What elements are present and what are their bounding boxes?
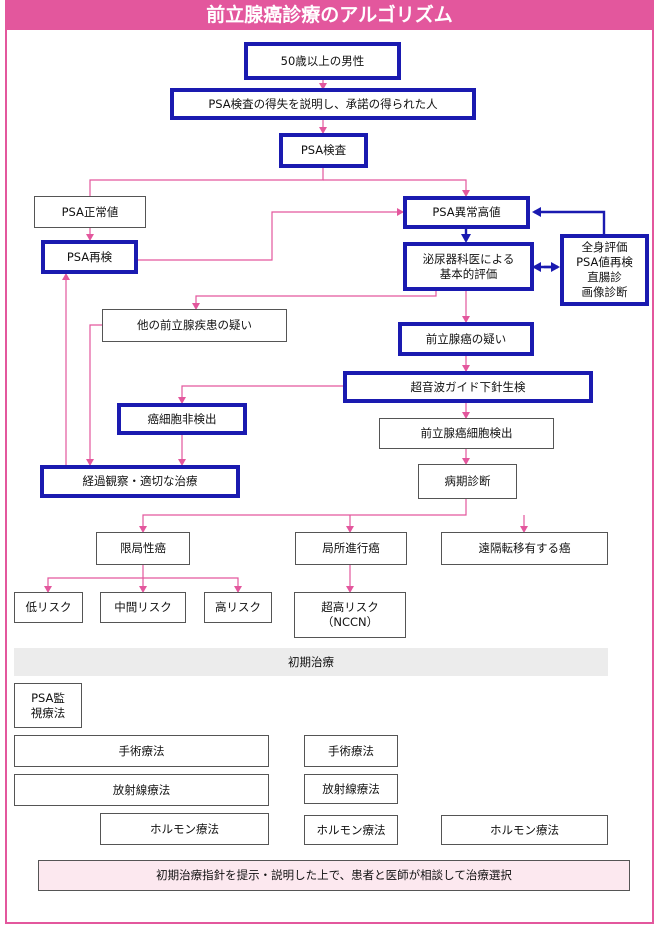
edge-eval-other (192, 291, 437, 310)
footer-note: 初期治療指針を提示・説明した上で、患者と医師が相談して治療選択 (38, 860, 630, 891)
edge-biopsy-notdetected (178, 385, 343, 404)
node-surgery-b: 手術療法 (304, 735, 398, 767)
node-detected: 前立腺癌細胞検出 (379, 418, 554, 449)
node-psa-retest: PSA再検 (41, 240, 138, 274)
edge-retest-high (138, 208, 404, 261)
node-other-disease: 他の前立腺疾患の疑い (102, 309, 287, 342)
node-hormone-c: ホルモン療法 (441, 815, 608, 845)
node-psa-monitor: PSA監 視療法 (14, 683, 82, 728)
node-hormone-a: ホルモン療法 (100, 813, 269, 845)
node-age50: 50歳以上の男性 (244, 42, 401, 80)
edge-localized-split (44, 565, 144, 593)
node-psa-normal: PSA正常値 (34, 196, 146, 228)
diagram-title: 前立腺癌診療のアルゴリズム (5, 0, 654, 30)
edge-staging-split (139, 499, 467, 533)
node-low-risk: 低リスク (14, 592, 83, 623)
node-mid-risk: 中間リスク (100, 592, 186, 623)
node-radiation-b: 放射線療法 (304, 774, 398, 804)
node-radiation-a: 放射線療法 (14, 774, 269, 806)
node-locally-advanced: 局所進行癌 (295, 532, 407, 565)
node-localized: 限局性癌 (96, 532, 190, 565)
node-psa-high: PSA異常高値 (403, 196, 530, 229)
node-staging: 病期診断 (418, 464, 517, 499)
section-initial-treatment: 初期治療 (14, 648, 608, 676)
node-urology-eval: 泌尿器科医による 基本的評価 (403, 242, 534, 291)
node-side-eval: 全身評価 PSA値再検 直腸診 画像診断 (560, 234, 649, 306)
edge-psa-high (323, 179, 470, 197)
node-explain: PSA検査の得失を説明し、承諾の得られた人 (170, 88, 476, 120)
edge-localized-high (143, 577, 242, 593)
node-hormone-b: ホルモン療法 (304, 815, 398, 845)
node-not-detected: 癌細胞非検出 (117, 403, 247, 435)
node-surgery-a: 手術療法 (14, 735, 269, 767)
node-very-high-risk: 超高リスク （NCCN） (294, 592, 406, 638)
node-suspect-cancer: 前立腺癌の疑い (398, 322, 534, 356)
edge-other-obs (86, 324, 102, 466)
node-psa-test: PSA検査 (279, 133, 368, 168)
edge-side-high (532, 207, 606, 234)
node-biopsy: 超音波ガイド下針生検 (343, 371, 593, 403)
node-high-risk: 高リスク (204, 592, 272, 623)
node-observation: 経過観察・適切な治療 (40, 465, 240, 498)
edge-psa-split (89, 168, 324, 196)
node-metastatic: 遠隔転移有する癌 (441, 532, 608, 565)
